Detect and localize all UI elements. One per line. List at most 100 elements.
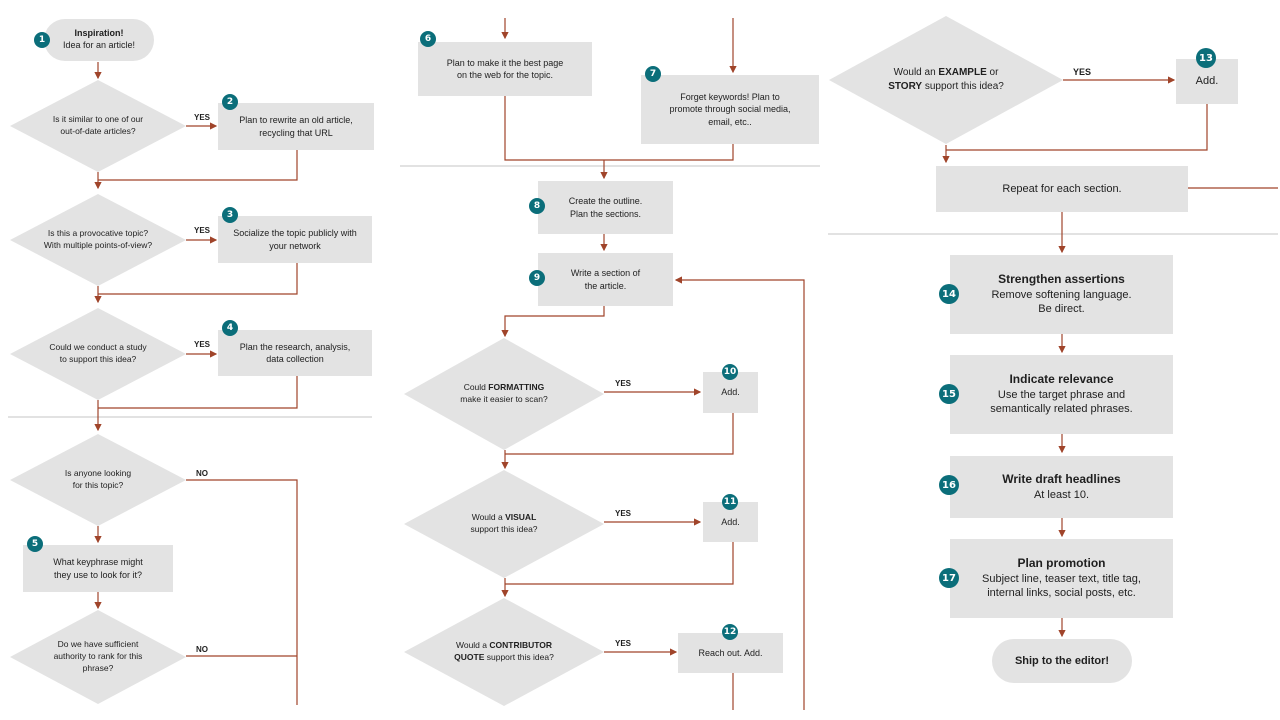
step-number-badge: 11 [722,494,738,510]
step-number-badge: 6 [420,31,436,47]
decision-text: out-of-date articles? [60,126,136,136]
box-plan-research: Plan the research, analysis,data collect… [218,330,372,376]
box-text: Repeat for each section. [1002,182,1122,195]
box-text: Add. [721,516,740,527]
step-text: Use the target phrase and [997,389,1126,401]
decision-text: for this topic? [72,480,124,490]
yes-label: YES [194,226,211,235]
yes-label: YES [194,113,211,122]
step-strengthen-assertions: Strengthen assertions Remove softening l… [950,255,1173,334]
step-number-badge: 8 [529,198,545,214]
decision-text: support this idea? [922,81,1004,92]
decision-text: authority to rank for this [53,651,143,662]
step-number-badge: 4 [222,320,238,336]
decision-text: make it easier to scan? [460,394,548,404]
decision-text: Is this a provocative topic? [47,228,149,239]
box-best-page: Plan to make it the best page on the web … [418,42,592,96]
step-text: Be direct. [1038,303,1085,316]
decision-text: Would an [893,67,939,78]
box-text: they use to look for it? [53,569,143,580]
start-node: Inspiration! Idea for an article! [44,19,154,61]
decision-text: Could [463,382,489,393]
box-text: What keyphrase might [53,557,143,568]
decision-shape [404,598,604,706]
box-reach-out: Reach out. Add. [678,633,783,673]
step-number-badge: 10 [722,364,738,380]
yes-label: YES [615,379,632,388]
step-text: Subject line, teaser text, title tag, [982,573,1141,585]
step-text: semantically related phrases. [990,403,1133,416]
yes-label: YES [1073,67,1092,77]
box-text: promote through social media, [669,104,791,115]
no-label: NO [196,645,208,654]
step-number-badge: 5 [27,536,43,552]
step-text: internal links, social posts, etc. [987,587,1136,600]
decision-keyword: STORY [888,81,923,92]
decision-keyword: FORMATTING [488,382,545,393]
box-repeat-section: Repeat for each section. [936,166,1188,212]
box-text: Socialize the topic publicly with [233,228,357,239]
decision-keyword: EXAMPLE [938,67,987,78]
box-text: Plan the sections. [569,208,642,219]
decision-shape [10,194,186,286]
step-indicate-relevance: Indicate relevance Use the target phrase… [950,355,1173,434]
yes-label: YES [615,509,632,518]
yes-label: YES [615,639,632,648]
box-text: the article. [584,280,627,291]
step-number-badge: 12 [722,624,738,640]
decision-text: phrase? [82,662,114,673]
box-text: Reach out. Add. [698,647,763,658]
step-title: Strengthen assertions [998,272,1125,287]
decision-text: With multiple points-of-view? [43,240,153,250]
decision-shape [404,470,604,578]
decision-shape [829,16,1063,144]
start-title: Inspiration! [74,28,124,39]
box-text: Plan to make it the best page [446,57,564,68]
box-text: email, etc.. [708,116,752,127]
decision-shape [10,610,186,704]
step-number-badge: 3 [222,207,238,223]
step-number-badge: 14 [939,284,959,304]
decision-keyword: VISUAL [505,512,537,523]
decision-provocative-topic: Is this a provocative topic?With multipl… [10,194,186,286]
yes-label: YES [194,340,211,349]
finish-title: Ship to the editor! [1014,654,1110,667]
decision-shape [10,308,186,400]
decision-text: support this idea? [484,652,554,662]
decision-text: or [986,67,999,78]
decision-text: support this idea? [470,524,538,534]
step-draft-headlines: Write draft headlines At least 10. [950,456,1173,518]
step-number-badge: 16 [939,475,959,495]
decision-text: to support this idea? [59,354,137,364]
step-number-badge: 13 [1196,48,1216,68]
box-text: data collection [266,354,324,364]
box-text: Write a section of [570,268,641,279]
no-label: NO [196,469,208,478]
box-text: Add. [721,387,740,398]
step-plan-promotion: Plan promotion Subject line, teaser text… [950,539,1173,618]
decision-text: Do we have sufficient [57,639,139,650]
box-rewrite-old-article: Plan to rewrite an old article,recycling… [218,103,374,150]
box-text: on the web for the topic. [456,70,554,80]
box-text: recycling that URL [259,127,333,138]
decision-shape [10,80,186,172]
step-number-badge: 15 [939,384,959,404]
box-text: Plan to rewrite an old article, [239,115,353,126]
decision-text: Is anyone looking [64,468,132,479]
finish-node: Ship to the editor! [992,639,1132,683]
decision-shape [10,434,186,526]
start-subtitle: Idea for an article! [62,40,136,50]
box-text: Create the outline. [568,196,643,207]
